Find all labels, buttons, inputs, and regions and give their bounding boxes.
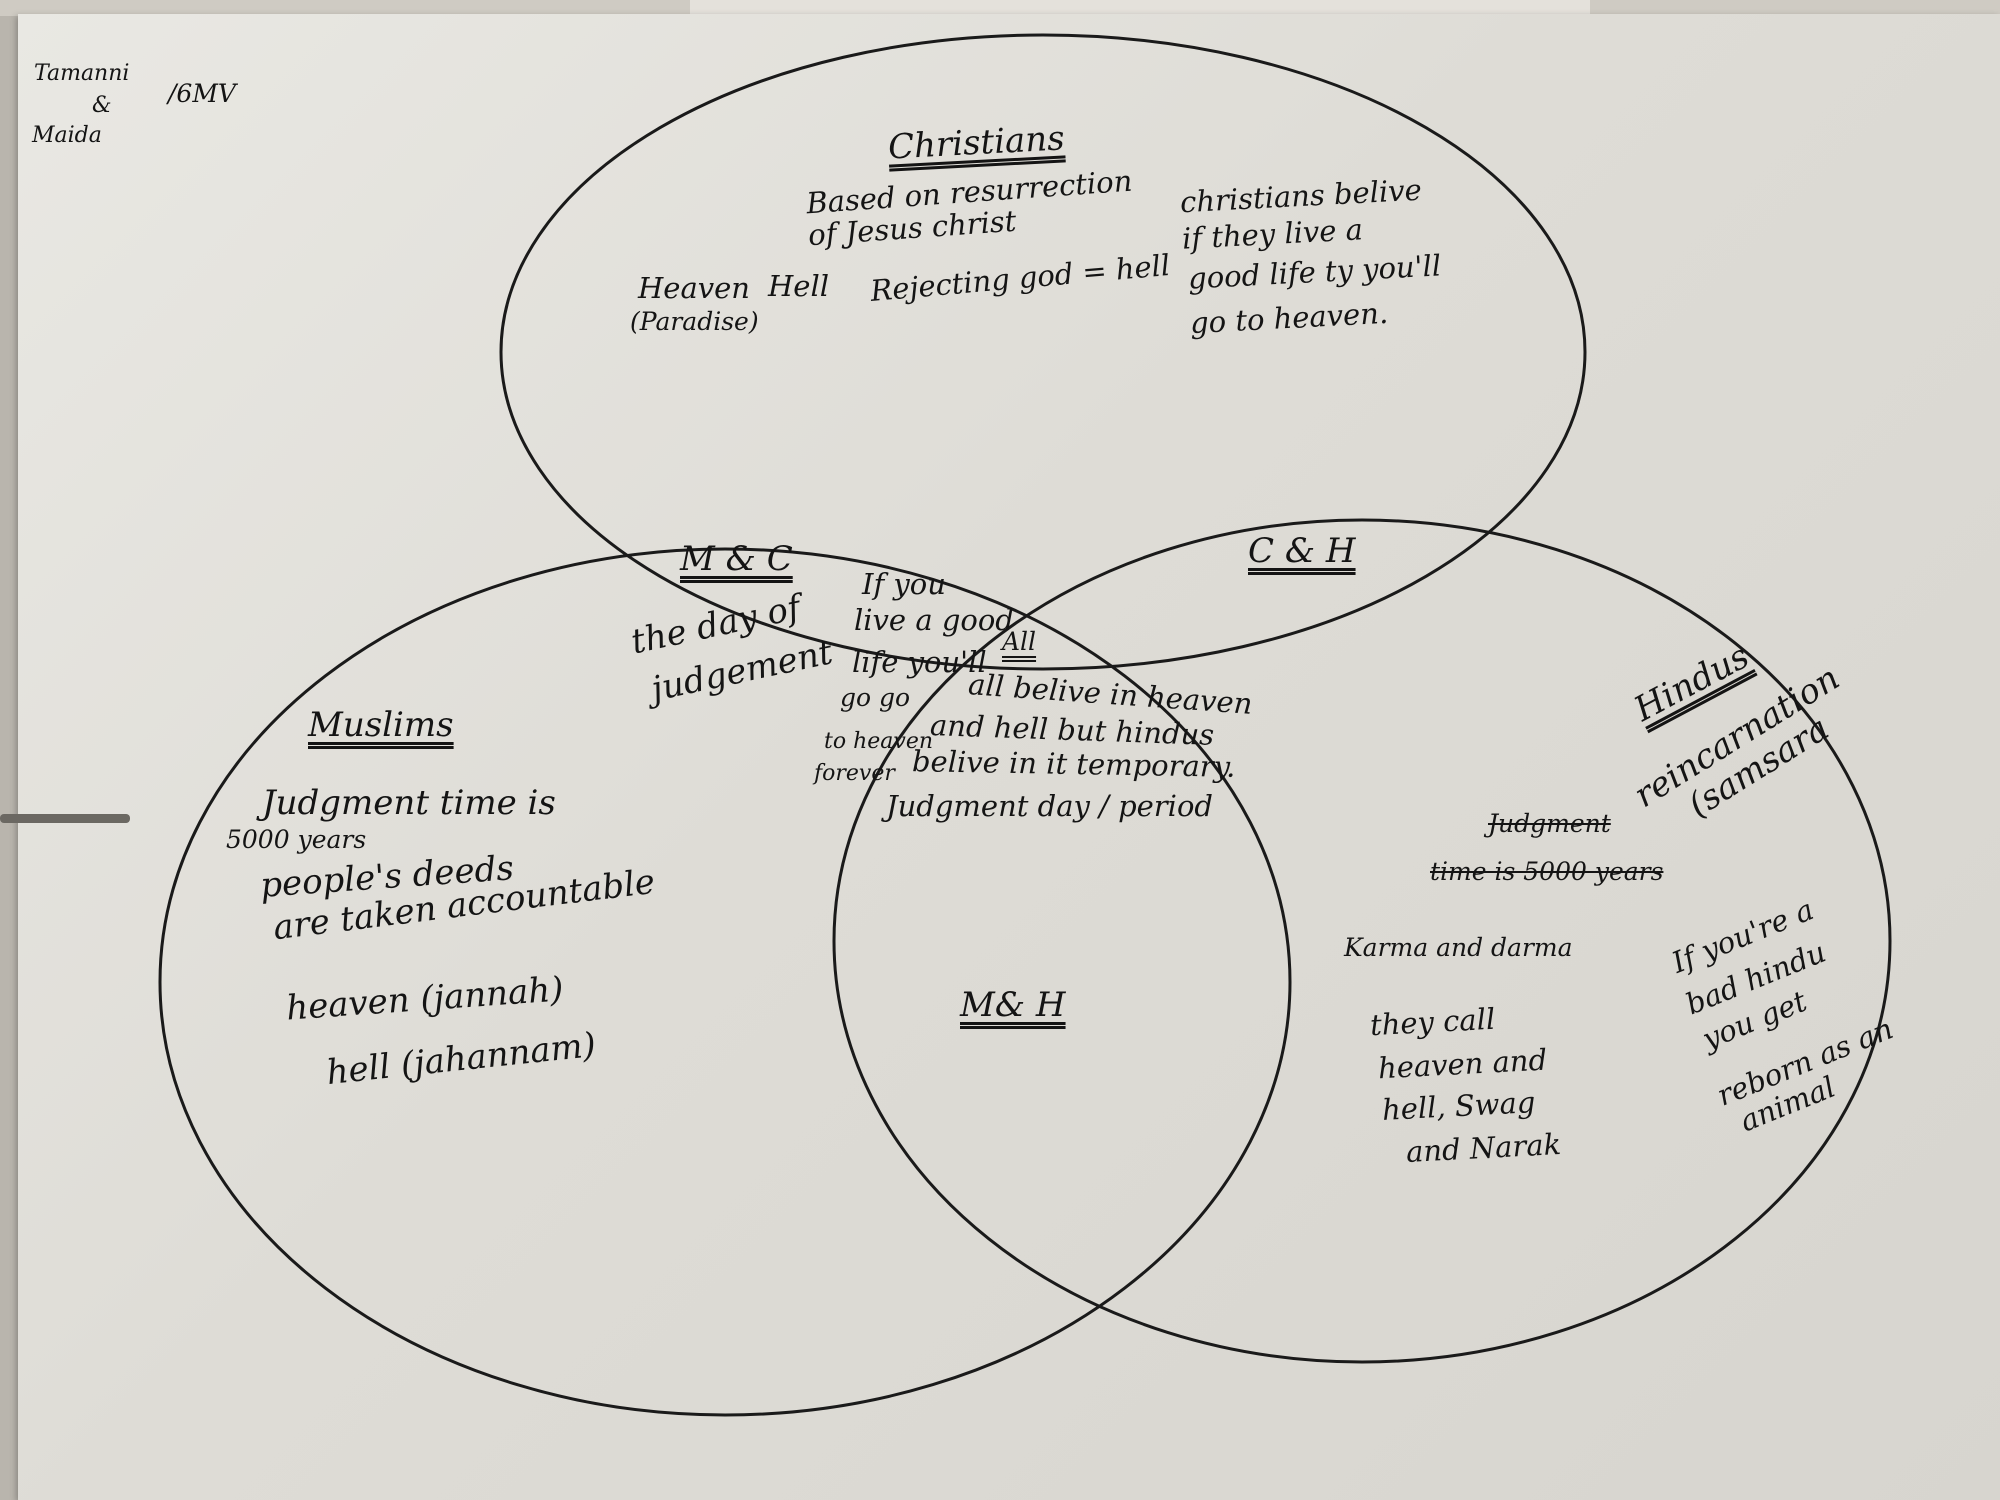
muslims-note-5000-years: 5000 years xyxy=(226,825,367,854)
muslims-note-judgment-time: Judgment time is xyxy=(262,783,556,823)
hindus-circle xyxy=(832,518,1892,1364)
mc-note-to-heaven: to heaven xyxy=(824,729,934,754)
christians-circle xyxy=(499,33,1587,671)
mc-note-go: go go xyxy=(840,683,911,712)
mc-note-if-you: If you xyxy=(862,567,946,601)
mc-note-live-good: live a good xyxy=(854,603,1014,637)
background-card xyxy=(690,0,1590,14)
mc-note-life-youll: life you'll xyxy=(852,645,987,679)
muslims-heading: Muslims xyxy=(308,705,454,745)
all-note-judgment-day: Judgment day / period xyxy=(886,789,1213,823)
mh-heading: M& H xyxy=(960,985,1066,1025)
mc-heading: M & C xyxy=(680,539,793,579)
hindus-note-struck-time: time is 5000 years xyxy=(1430,857,1664,886)
muslims-circle xyxy=(158,547,1292,1417)
author-ampersand: & xyxy=(92,93,112,118)
christians-note-heaven: Heaven xyxy=(638,271,750,305)
hindus-note-struck-judgment: Judgment xyxy=(1488,809,1611,838)
hindus-note-karma: Karma and darma xyxy=(1344,933,1573,962)
class-code: /6MV xyxy=(168,79,236,108)
christians-heading: Christians xyxy=(887,118,1066,168)
author-name-1: Tamanni xyxy=(34,61,130,86)
christians-note-hell: Hell xyxy=(768,269,830,303)
mc-note-forever: forever xyxy=(814,761,895,786)
all-note-temporary: belive in it temporary. xyxy=(911,744,1236,784)
ch-heading: C & H xyxy=(1248,531,1356,571)
hindus-note-they-call: they call xyxy=(1369,1001,1496,1043)
all-heading: All xyxy=(1002,627,1037,656)
christians-note-paradise: (Paradise) xyxy=(630,307,759,336)
clip-mark xyxy=(0,814,130,823)
author-name-2: Maida xyxy=(32,123,102,148)
